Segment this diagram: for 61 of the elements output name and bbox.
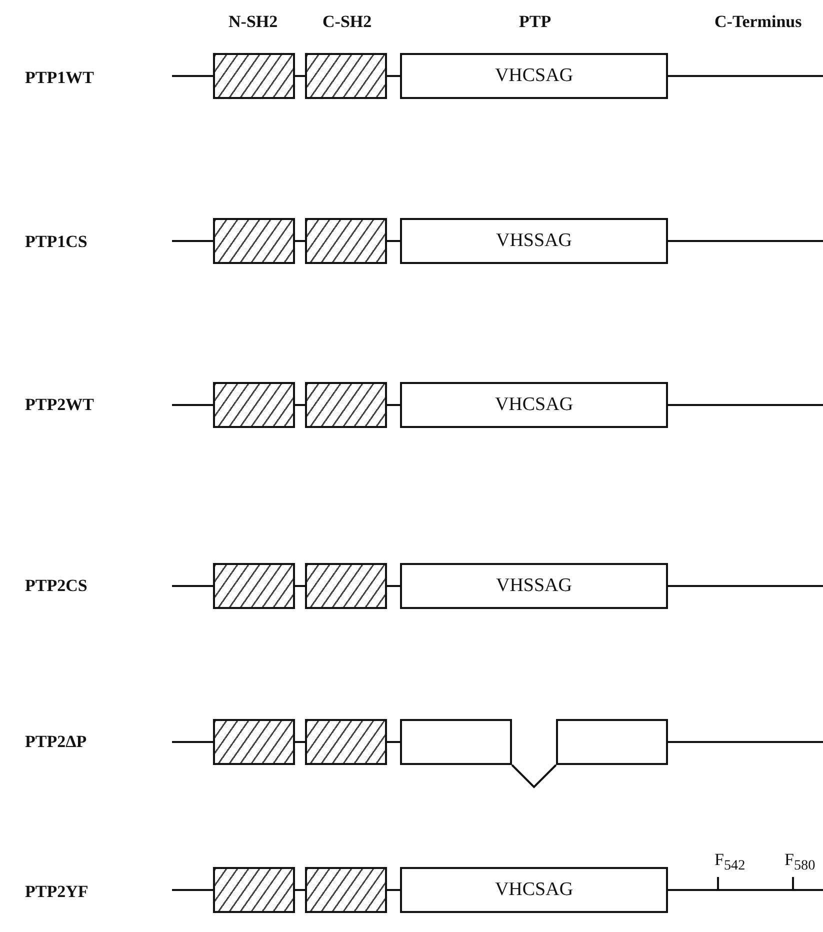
residue-label: F$_{580}$ [784, 850, 816, 874]
backbone-line [387, 75, 400, 77]
backbone-line [295, 741, 305, 743]
ptp-domain-box [400, 719, 512, 765]
backbone-line [387, 240, 400, 242]
backbone-line [387, 741, 400, 743]
column-header: C-Terminus [714, 12, 802, 32]
sh2-domain-box [213, 218, 295, 264]
residue-label: F$_{542}$ [714, 850, 746, 874]
backbone-line [172, 889, 213, 891]
backbone-line [387, 585, 400, 587]
construct-name: PTP2WT [25, 395, 94, 415]
ptp-domain-box [400, 53, 668, 99]
backbone-line [387, 889, 400, 891]
construct-name: PTP1CS [25, 232, 88, 252]
backbone-line [295, 889, 305, 891]
sh2-domain-box [213, 719, 295, 765]
backbone-line [511, 764, 557, 788]
backbone-line [668, 404, 823, 406]
ptp-domain-box [556, 719, 668, 765]
backbone-line [295, 404, 305, 406]
backbone-line [668, 585, 823, 587]
sh2-domain-box [305, 218, 387, 264]
backbone-line [172, 741, 213, 743]
backbone-line [668, 741, 823, 743]
construct-name: PTP2CS [25, 576, 88, 596]
column-header: PTP [519, 12, 552, 32]
backbone-line [295, 75, 305, 77]
construct-name: PTP2ΔP [25, 732, 87, 752]
motif-text: VHCSAG [494, 65, 574, 87]
backbone-line [668, 889, 823, 891]
sh2-domain-box [305, 867, 387, 913]
sh2-domain-box [305, 719, 387, 765]
backbone-line [387, 404, 400, 406]
sh2-domain-box [305, 382, 387, 428]
backbone-line [172, 404, 213, 406]
sh2-domain-box [305, 563, 387, 609]
motif-text: VHCSAG [494, 879, 574, 901]
sh2-domain-box [305, 53, 387, 99]
column-header: C-SH2 [322, 12, 372, 32]
sh2-domain-box [213, 382, 295, 428]
ptp-domain-box [400, 867, 668, 913]
sh2-domain-box [213, 563, 295, 609]
motif-text: VHSSAG [496, 575, 572, 597]
backbone-line [295, 240, 305, 242]
motif-text: VHCSAG [494, 394, 574, 416]
motif-text: VHSSAG [496, 230, 572, 252]
backbone-line [668, 75, 823, 77]
backbone-line [295, 585, 305, 587]
ptp-domain-box [400, 382, 668, 428]
ptp-domain-box [400, 218, 668, 264]
sh2-domain-box [213, 867, 295, 913]
backbone-line [172, 240, 213, 242]
sh2-domain-box [213, 53, 295, 99]
construct-name: PTP2YF [25, 882, 88, 902]
construct-name: PTP1WT [25, 68, 94, 88]
backbone-line [668, 240, 823, 242]
column-header: N-SH2 [228, 12, 278, 32]
ptp-domain-box [400, 563, 668, 609]
backbone-line [172, 585, 213, 587]
backbone-line [172, 75, 213, 77]
